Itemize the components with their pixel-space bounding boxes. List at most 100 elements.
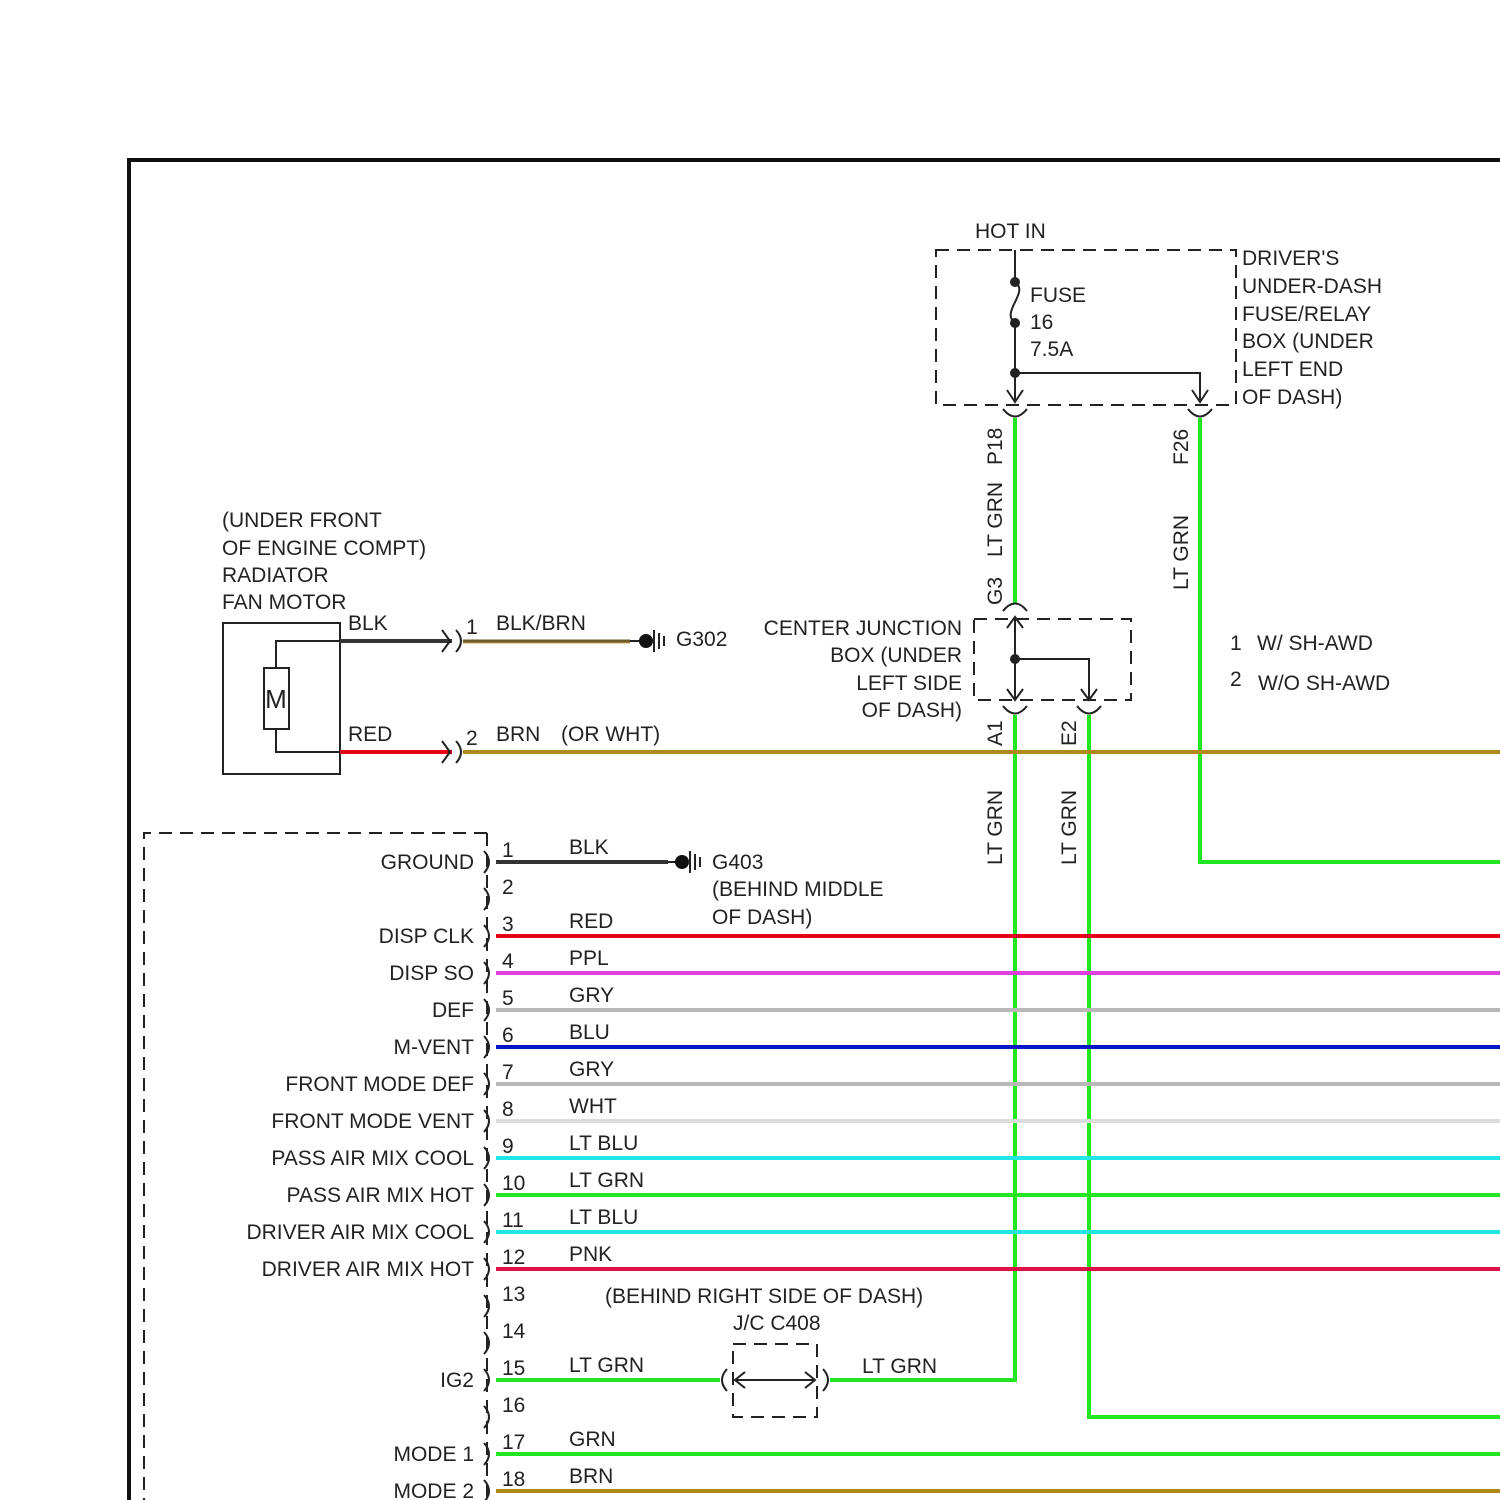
junction-name-3: LEFT SIDE bbox=[856, 672, 962, 695]
jc-c408-location: (BEHIND RIGHT SIDE OF DASH) bbox=[605, 1285, 923, 1308]
pin-a1-label: A1 bbox=[984, 720, 1007, 746]
wire-color-label: PPL bbox=[569, 947, 609, 970]
pin-function-label: PASS AIR MIX COOL bbox=[271, 1147, 474, 1170]
wire-label-a1: LT GRN bbox=[984, 790, 1007, 865]
wire-label-blk: BLK bbox=[348, 612, 388, 635]
motor-lead-bottom bbox=[276, 729, 340, 752]
fan-pin-2: 2 bbox=[466, 727, 478, 750]
pin-number: 18 bbox=[502, 1468, 525, 1491]
fuse-box-name-3: FUSE/RELAY bbox=[1242, 303, 1371, 326]
pin-function-label: GROUND bbox=[381, 851, 474, 874]
control-unit-connector: 1GROUND BLK 2 3DISP CLK RED 4DISP SO PPL 5DEF GR… bbox=[144, 833, 1500, 1500]
legend-text-1: W/ SH-AWD bbox=[1257, 632, 1373, 655]
fuse-label: FUSE bbox=[1030, 284, 1086, 307]
pin-e2-label: E2 bbox=[1058, 720, 1081, 746]
wire-label-p18: LT GRN bbox=[984, 482, 1007, 557]
wire-color-label: GRY bbox=[569, 1058, 614, 1081]
pin-number: 14 bbox=[502, 1320, 526, 1343]
junction-name-1: CENTER JUNCTION bbox=[764, 617, 962, 640]
pin-function-label: MODE 1 bbox=[393, 1443, 474, 1466]
pin-function-label: M-VENT bbox=[394, 1036, 475, 1059]
wire-color-label: RED bbox=[569, 910, 613, 933]
pin-f26-label: F26 bbox=[1170, 429, 1193, 465]
pin-number: 2 bbox=[502, 876, 514, 899]
pin-function-label: PASS AIR MIX HOT bbox=[287, 1184, 475, 1207]
junction-name-4: OF DASH) bbox=[862, 699, 962, 722]
pin-number: 4 bbox=[502, 950, 514, 973]
wire-label-e2: LT GRN bbox=[1058, 790, 1081, 865]
jc-c408-connector-left-icon bbox=[722, 1369, 727, 1391]
jc-c408-wire-label: LT GRN bbox=[862, 1355, 937, 1378]
fuse-box-name-4: BOX (UNDER bbox=[1242, 330, 1374, 353]
pin-function-label: DRIVER AIR MIX COOL bbox=[246, 1221, 474, 1244]
wire-color-label: BLK bbox=[569, 836, 609, 859]
junction-name-2: BOX (UNDER bbox=[830, 644, 962, 667]
pin-number: 17 bbox=[502, 1431, 525, 1454]
pin-number: 16 bbox=[502, 1394, 525, 1417]
fuse-box-name-5: LEFT END bbox=[1242, 358, 1343, 381]
wire-color-label: BRN bbox=[569, 1465, 613, 1488]
fuse-icon bbox=[1011, 282, 1020, 323]
pin-number: 15 bbox=[502, 1357, 525, 1380]
center-junction-box: G3 A1 E2 CENTER JUNCTION BOX (UNDER LEFT… bbox=[764, 577, 1131, 746]
wire-color-label: LT BLU bbox=[569, 1206, 638, 1229]
pin-function-label: DRIVER AIR MIX HOT bbox=[262, 1258, 475, 1281]
hot-in-label: HOT IN bbox=[975, 220, 1046, 243]
pin-function-label: MODE 2 bbox=[393, 1480, 474, 1500]
pin-function-label: FRONT MODE DEF bbox=[285, 1073, 474, 1096]
pin-g3-label: G3 bbox=[984, 577, 1007, 605]
pin-number: 12 bbox=[502, 1246, 525, 1269]
wire-label-brn: BRN bbox=[496, 723, 540, 746]
pin-function-label: IG2 bbox=[440, 1369, 474, 1392]
ground-g403-location-2: OF DASH) bbox=[712, 906, 812, 929]
connector-pin-7-icon bbox=[484, 1073, 489, 1095]
wire-color-label: BLU bbox=[569, 1021, 610, 1044]
ground-g403-location-1: (BEHIND MIDDLE bbox=[712, 878, 884, 901]
pin-number: 3 bbox=[502, 913, 514, 936]
pin-number: 13 bbox=[502, 1283, 525, 1306]
pin-function-label: DEF bbox=[432, 999, 474, 1022]
fuse-box-outline bbox=[936, 250, 1236, 405]
wire-color-label: GRY bbox=[569, 984, 614, 1007]
ground-g302-icon bbox=[639, 634, 653, 648]
wire-color-label: LT GRN bbox=[569, 1354, 644, 1377]
legend-text-2: W/O SH-AWD bbox=[1258, 672, 1390, 695]
wire-color-label: PNK bbox=[569, 1243, 612, 1266]
connector-a1-icon bbox=[1003, 706, 1027, 714]
wire-e2 bbox=[1089, 715, 1500, 1417]
pin-number: 10 bbox=[502, 1172, 525, 1195]
pin-number: 8 bbox=[502, 1098, 514, 1121]
motor-symbol: M bbox=[265, 684, 287, 714]
pin-function-label: DISP CLK bbox=[379, 925, 474, 948]
connector-2-female-icon bbox=[456, 741, 461, 763]
legend: 1 W/ SH-AWD 2 W/O SH-AWD bbox=[1230, 632, 1390, 695]
ground-g403-label: G403 bbox=[712, 851, 763, 874]
wire-color-label: LT BLU bbox=[569, 1132, 638, 1155]
junction-branch bbox=[1015, 659, 1089, 700]
wire-color-label: WHT bbox=[569, 1095, 617, 1118]
pin-function-label: DISP SO bbox=[389, 962, 474, 985]
pin-number: 11 bbox=[502, 1209, 524, 1232]
connector-e2-icon bbox=[1077, 706, 1101, 714]
connector-f26-icon bbox=[1188, 409, 1212, 417]
pin-function-label: FRONT MODE VENT bbox=[271, 1110, 474, 1133]
jc-c408: (BEHIND RIGHT SIDE OF DASH) J/C C408 LT … bbox=[605, 1285, 937, 1417]
connector-pin-12-icon bbox=[484, 1258, 489, 1280]
fuse-relay-box: HOT IN FUSE 16 7.5A DRIVER'S UNDER-DASH … bbox=[936, 220, 1382, 465]
pin-number: 5 bbox=[502, 987, 514, 1010]
motor-lead-top bbox=[276, 641, 340, 668]
fuse-box-name-2: UNDER-DASH bbox=[1242, 275, 1382, 298]
fan-motor-name-3: RADIATOR bbox=[222, 564, 329, 587]
jc-c408-connector-right-icon bbox=[823, 1369, 828, 1391]
wire-color-label: GRN bbox=[569, 1428, 616, 1451]
fuse-box-name-6: OF DASH) bbox=[1242, 386, 1342, 409]
fuse-box-name-1: DRIVER'S bbox=[1242, 247, 1339, 270]
fan-motor-name-2: OF ENGINE COMPT) bbox=[222, 537, 426, 560]
fan-motor-name-1: (UNDER FRONT bbox=[222, 509, 382, 532]
connector-pin-4-icon bbox=[484, 962, 489, 984]
wire-label-red: RED bbox=[348, 723, 392, 746]
pin-number: 1 bbox=[502, 839, 514, 862]
connector-pin-16-icon bbox=[484, 1406, 489, 1428]
pin-number: 7 bbox=[502, 1061, 514, 1084]
